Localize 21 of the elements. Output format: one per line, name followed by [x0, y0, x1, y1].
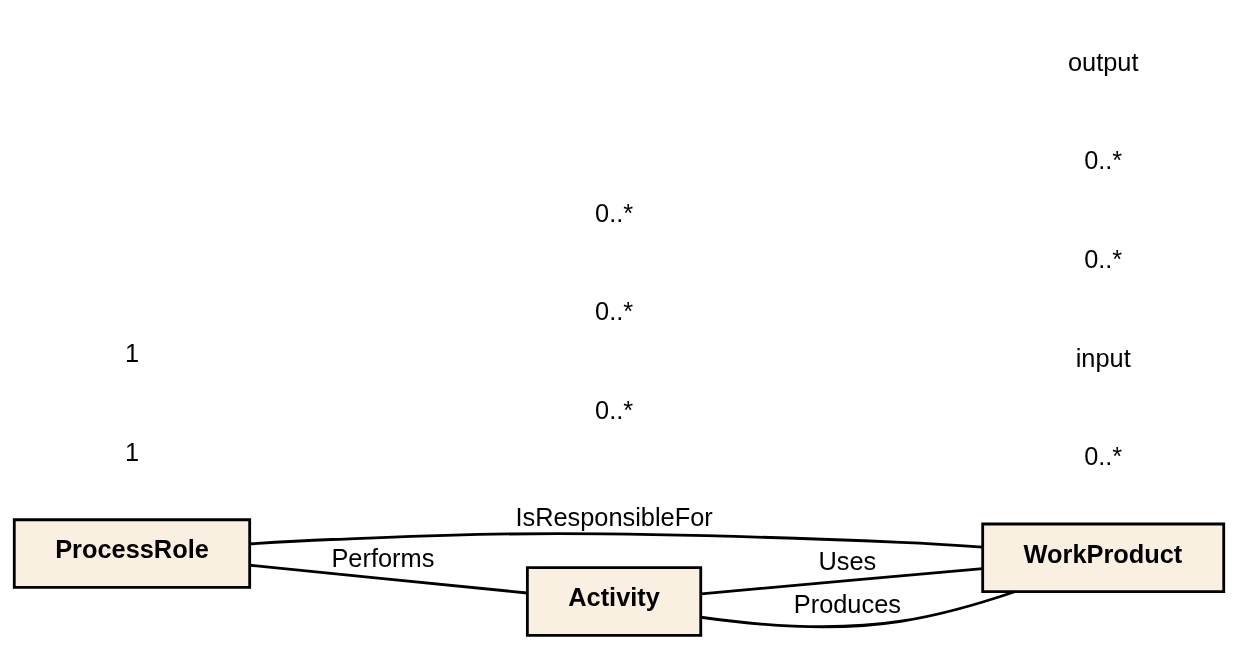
label: 1 — [124, 339, 140, 368]
node-box: Activity — [525, 566, 703, 637]
label: 0..* — [595, 198, 634, 227]
connector — [250, 532, 983, 549]
label: input — [1075, 343, 1131, 372]
connector — [701, 567, 983, 596]
edge-label: Performs — [331, 543, 435, 572]
node-box: WorkProduct — [981, 522, 1226, 594]
label: 0..* — [595, 297, 634, 326]
connector — [249, 563, 528, 595]
edge-label: IsResponsibleFor — [515, 502, 713, 531]
label: 1 — [124, 438, 140, 467]
label: 0..* — [1084, 442, 1123, 471]
edge-label: Produces — [793, 590, 901, 619]
label: 0..* — [1084, 146, 1123, 175]
edge-label: Uses — [818, 546, 877, 575]
connector — [700, 590, 1016, 628]
label: 0..* — [595, 395, 634, 424]
label: 0..* — [1084, 245, 1123, 274]
node-box: ProcessRole — [12, 518, 252, 589]
label: output — [1067, 47, 1139, 76]
